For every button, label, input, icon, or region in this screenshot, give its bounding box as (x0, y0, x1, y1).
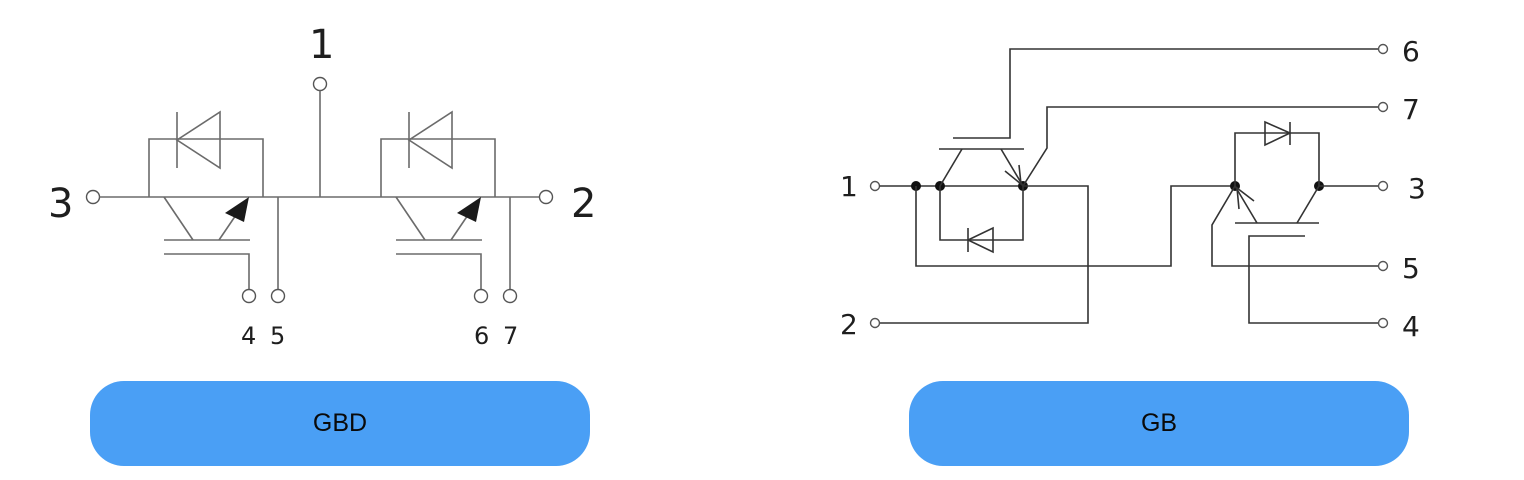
gbd-left-igbt-module: 4 5 (148, 110, 286, 350)
gbd-type-button-label: GBD (312, 409, 368, 437)
gb-right-gate-wire (1248, 235, 1378, 324)
gb-pin-6-terminal (1377, 43, 1389, 55)
gb-crossover-wire (915, 185, 1235, 267)
gb-type-button[interactable]: GB (909, 381, 1409, 466)
gbd-left-igbt-gate (164, 253, 250, 290)
gb-type-button-label: GB (1140, 409, 1178, 437)
gbd-schematic: 1 3 4 5 (48, 22, 596, 350)
gb-pin-4-label: 4 (1402, 310, 1420, 343)
gb-pin-7-label: 7 (1402, 93, 1420, 126)
gb-left-gate-wire (953, 48, 1378, 139)
gb-right-diode-icon (1264, 120, 1292, 147)
gbd-left-diode-frame (148, 138, 264, 197)
gbd-right-emitter-arrow-icon (457, 197, 481, 222)
gbd-left-igbt-collector (163, 196, 194, 241)
gbd-pin-3-label: 3 (48, 181, 73, 227)
gb-right-igbt-module (1211, 120, 1378, 324)
gbd-pin-7-label: 7 (503, 322, 518, 350)
gb-pin-4-terminal (1377, 317, 1389, 329)
gb-pin-5-label: 5 (1402, 252, 1420, 285)
gbd-right-igbt-module: 6 7 (380, 110, 518, 350)
gb-left-diode-icon (966, 226, 994, 254)
gbd-pin-1-label: 1 (309, 22, 334, 68)
gbd-type-button[interactable]: GBD (90, 381, 590, 466)
gb-pin-7-terminal (1377, 101, 1389, 113)
gbd-pin-6-terminal (473, 288, 489, 304)
gbd-pin-5-label: 5 (270, 322, 285, 350)
gbd-right-diode-frame (380, 138, 496, 197)
gbd-pin-5-terminal (270, 288, 286, 304)
gbd-pin-4-terminal (241, 288, 257, 304)
gb-right-diode-frame (1234, 132, 1320, 186)
gbd-left-emitter-arrow-icon (225, 197, 249, 222)
gbd-pin-7-terminal (502, 288, 518, 304)
gbd-right-igbt-gate (396, 253, 482, 290)
gbd-pin-1-terminal (312, 76, 328, 92)
gb-pin-2-terminal (869, 317, 881, 329)
gb-pin-1-terminal (869, 180, 881, 192)
gb-pin-3-terminal (1377, 180, 1389, 192)
gbd-pin-2-terminal (538, 189, 554, 205)
gb-pin-3-label: 3 (1408, 172, 1426, 205)
gb-pin-1-label: 1 (840, 170, 858, 203)
gb-schematic: 1 2 (840, 35, 1426, 343)
gb-pin-2-wire (879, 185, 1089, 324)
gb-pin-5-terminal (1377, 260, 1389, 272)
gb-left-aux-emitter-wire (1022, 106, 1378, 187)
gb-left-igbt-module (879, 48, 1378, 324)
gb-left-diode-frame (939, 186, 1024, 241)
gbd-left-diode-icon (175, 110, 221, 170)
gb-right-emitter-arrow-icon (1236, 186, 1255, 210)
gbd-pin-3-terminal (85, 189, 101, 205)
gbd-pin-6-label: 6 (474, 322, 489, 350)
gb-pin-6-label: 6 (1402, 35, 1420, 68)
gbd-pin-2-label: 2 (571, 181, 596, 227)
gbd-right-diode-icon (407, 110, 453, 170)
gb-right-aux-emitter-wire (1211, 185, 1378, 267)
gb-pin-2-label: 2 (840, 308, 858, 341)
gbd-pin-4-label: 4 (241, 322, 256, 350)
gb-left-emitter-arrow-icon (1004, 164, 1022, 186)
gbd-right-igbt-collector (395, 196, 426, 241)
